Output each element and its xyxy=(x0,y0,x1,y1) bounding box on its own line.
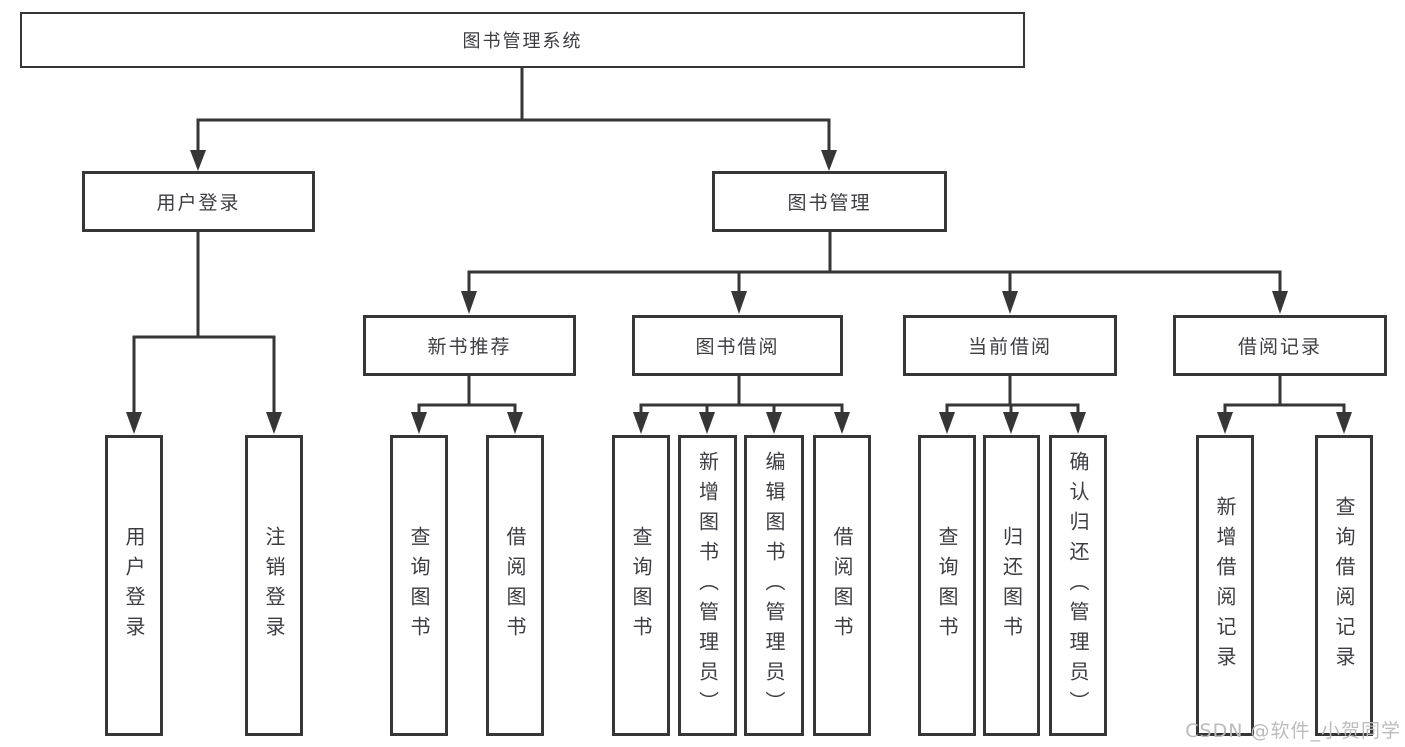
node-borrow-records: 借阅记录 xyxy=(1173,315,1387,376)
leaf-label: 确认归还（管理员） xyxy=(1066,450,1090,721)
leaf-records-query-record: 查询借阅记录 xyxy=(1315,435,1373,736)
node-current-borrow: 当前借阅 xyxy=(903,315,1117,376)
watermark: CSDN @软件_小贺同学 xyxy=(1185,720,1401,742)
leaf-label: 编辑图书（管理员） xyxy=(762,450,786,721)
leaf-label: 查询图书 xyxy=(935,525,959,646)
node-user-login: 用户登录 xyxy=(82,171,315,232)
leaf-label: 查询借阅记录 xyxy=(1332,495,1356,676)
leaf-logout: 注销登录 xyxy=(245,435,303,736)
node-library-system: 图书管理系统 xyxy=(20,12,1025,68)
leaf-label: 用户登录 xyxy=(122,525,146,646)
leaf-label: 注销登录 xyxy=(262,525,286,646)
leaf-borrow-query-books: 查询图书 xyxy=(612,435,670,736)
leaf-borrow-borrow-books: 借阅图书 xyxy=(813,435,871,736)
leaf-user-login: 用户登录 xyxy=(105,435,163,736)
leaf-label: 查询图书 xyxy=(407,525,431,646)
leaf-label: 归还图书 xyxy=(999,525,1024,646)
leaf-current-return-books: 归还图书 xyxy=(983,435,1040,736)
leaf-label: 新增图书（管理员） xyxy=(695,450,720,721)
connector-arrowheads xyxy=(126,150,1352,434)
leaf-label: 借阅图书 xyxy=(830,525,854,646)
leaf-records-add-record: 新增借阅记录 xyxy=(1196,435,1254,736)
node-book-borrow: 图书借阅 xyxy=(632,315,843,376)
leaf-current-confirm-return-admin: 确认归还（管理员） xyxy=(1049,435,1107,736)
leaf-label: 借阅图书 xyxy=(503,525,527,646)
node-new-book-recommend: 新书推荐 xyxy=(363,315,576,376)
leaf-borrow-edit-books-admin: 编辑图书（管理员） xyxy=(744,435,804,736)
leaf-recommend-borrow-books: 借阅图书 xyxy=(486,435,544,736)
node-book-management: 图书管理 xyxy=(712,171,947,232)
leaf-label: 新增借阅记录 xyxy=(1213,495,1237,676)
leaf-borrow-add-books-admin: 新增图书（管理员） xyxy=(678,435,737,736)
leaf-label: 查询图书 xyxy=(629,525,653,646)
leaf-recommend-query-books: 查询图书 xyxy=(390,435,448,736)
leaf-current-query-books: 查询图书 xyxy=(918,435,976,736)
